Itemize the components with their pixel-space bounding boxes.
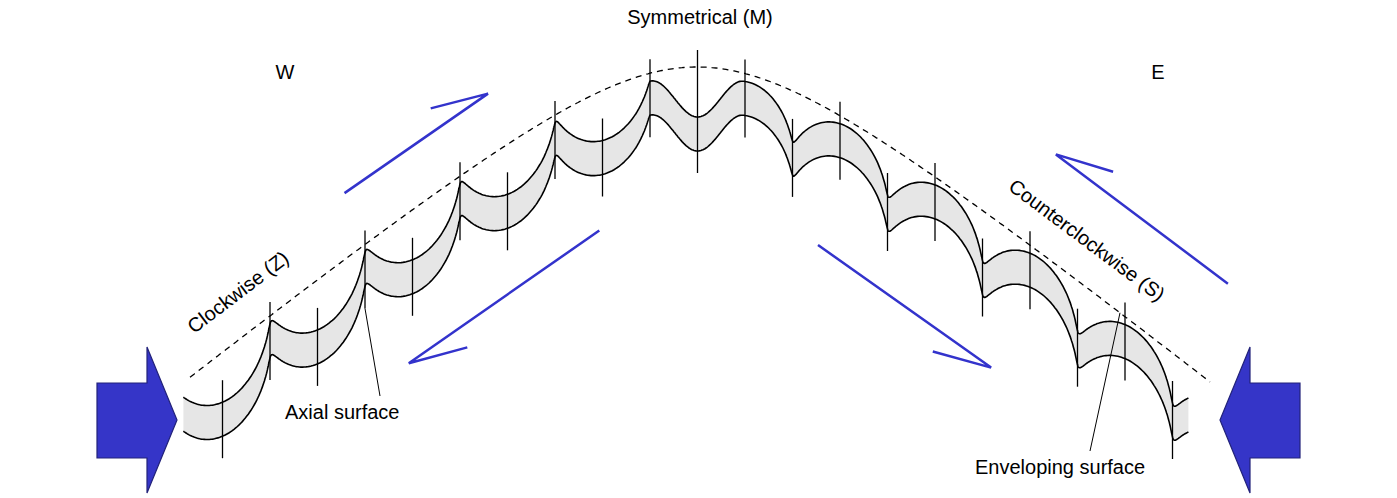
axial-surface-line: [934, 163, 935, 241]
folded-layer: [183, 81, 1188, 440]
axial-surface-line: [602, 119, 603, 197]
axial-surface-line: [459, 162, 460, 240]
layer-bottom-line: [183, 115, 1188, 440]
direction-label: W: [276, 60, 295, 84]
leader-line: [365, 309, 380, 397]
axial-surface-line: [697, 50, 698, 173]
axial-surfaces: [223, 50, 1173, 459]
axial-surface-line: [744, 60, 745, 138]
fold-type-label: Symmetrical (M): [627, 5, 773, 29]
callout-label: Enveloping surface: [975, 455, 1145, 479]
axial-surface-line: [507, 172, 508, 250]
axial-surface-line: [1124, 303, 1125, 381]
axial-surface-line: [1172, 381, 1173, 459]
axial-surface-line: [317, 308, 318, 386]
axial-surface-line: [649, 59, 650, 137]
callout-label: Axial surface: [285, 400, 400, 424]
axial-surface-line: [222, 380, 223, 458]
axial-surface-line: [982, 239, 983, 317]
axial-surface-line: [269, 302, 270, 380]
compression-arrow: [97, 347, 177, 493]
leader-line: [1090, 313, 1120, 451]
axial-surface-line: [364, 231, 365, 309]
shear-sense-arrow: [345, 94, 489, 194]
axial-surface-line: [412, 238, 413, 316]
axial-surface-line: [554, 101, 555, 179]
axial-surface-line: [792, 119, 793, 197]
axial-surface-line: [887, 173, 888, 251]
shear-sense-arrow: [1056, 154, 1228, 283]
shear-sense-arrow: [818, 245, 991, 368]
axial-surface-line: [1029, 231, 1030, 309]
direction-label: E: [1151, 60, 1164, 84]
shear-arrows: [345, 94, 1228, 368]
compression-arrow: [1220, 347, 1300, 493]
layer-top-line: [183, 81, 1188, 406]
axial-surface-line: [839, 102, 840, 180]
shear-sense-arrow: [409, 231, 600, 364]
enveloping-surface-line: [190, 67, 1210, 382]
axial-surface-line: [1077, 309, 1078, 387]
leader-lines: [365, 309, 1120, 452]
